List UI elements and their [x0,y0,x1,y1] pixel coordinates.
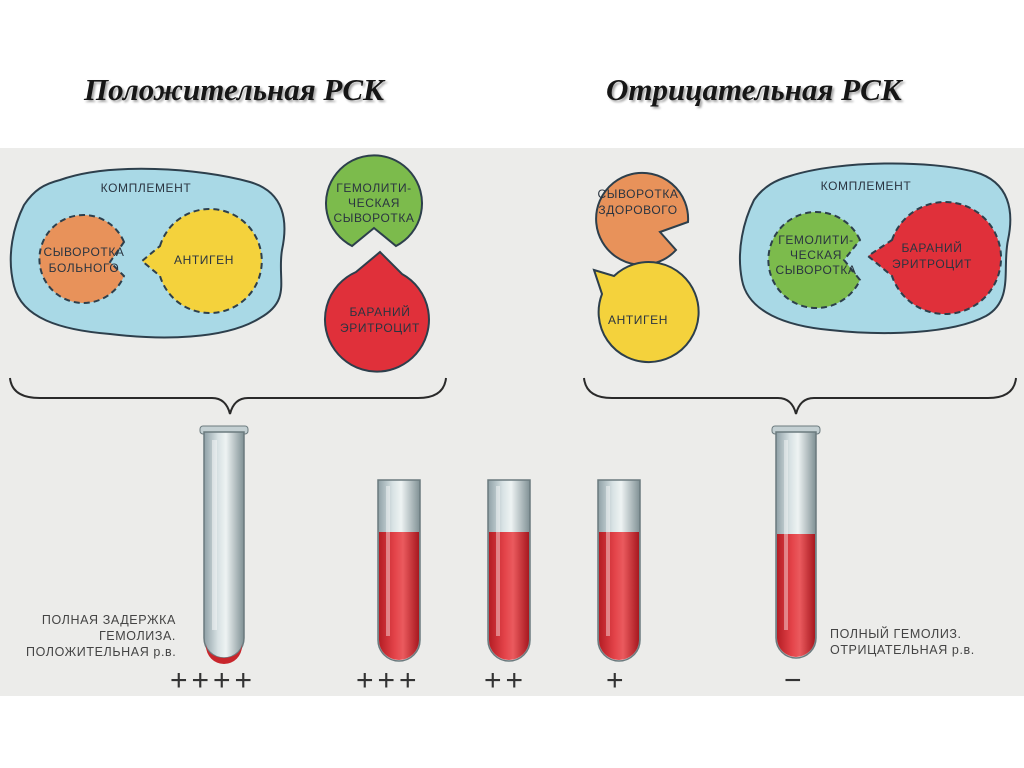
left-erythrocyte-label-1: БАРАНИЙ [350,304,411,319]
right-hemolytic-serum-shape [767,211,862,309]
left-brace [9,377,447,415]
right-complement-complex: КОМПЛЕМЕНТ ГЕМОЛИТИ- ЧЕСКАЯ СЫВОРОТКА БА… [738,162,1012,335]
right-erythrocyte-label-1: БАРАНИЙ [902,240,963,255]
left-hemolytic-system: ГЕМОЛИТИ- ЧЕСКАЯ СЫВОРОТКА БАРАНИЙ ЭРИТР… [323,154,430,373]
right-antigen-shape [592,261,700,364]
healthy-serum-label-2: ЗДОРОВОГО [598,203,677,217]
test-tube [199,425,249,664]
right-hemolytic-label-3: СЫВОРОТКА [775,263,856,277]
left-antigen-shape [140,208,263,314]
tube-mark-2plus: ++ [484,664,528,697]
left-antigen-label: АНТИГЕН [174,253,234,267]
right-hemolytic-label-2: ЧЕСКАЯ [790,248,842,262]
patient-serum-shape [38,214,126,304]
positive-note-line-1: ПОЛНАЯ ЗАДЕРЖКА [41,613,176,627]
positive-note-line-2: ГЕМОЛИЗА. [98,629,176,643]
left-hemolytic-label-2: ЧЕСКАЯ [348,196,400,210]
left-hemolytic-serum-shape [325,154,423,248]
negative-rsk-title: Отрицательная РСК [606,72,902,107]
right-erythrocyte-label-2: ЭРИТРОЦИТ [892,257,972,271]
positive-note-line-3: ПОЛОЖИТЕЛЬНАЯ р.в. [26,645,177,659]
tube-mark-1plus: + [606,664,628,697]
left-complement-complex: КОМПЛЕМЕНТ СЫВОРОТКА БОЛЬНОГО АНТИГЕН [9,167,286,339]
left-erythrocyte-label-2: ЭРИТРОЦИТ [340,321,420,335]
right-antigen-label: АНТИГЕН [608,313,668,327]
left-hemolytic-label-1: ГЕМОЛИТИ- [336,181,412,195]
negative-result-note: ПОЛНЫЙ ГЕМОЛИЗ. ОТРИЦАТЕЛЬНАЯ р.в. [830,626,975,658]
negative-note-line-2: ОТРИЦАТЕЛЬНАЯ р.в. [830,643,975,657]
test-tube [377,479,421,662]
test-tube [597,479,641,662]
right-brace [583,377,1017,415]
left-hemolytic-label-3: СЫВОРОТКА [333,211,414,225]
negative-note-line-1: ПОЛНЫЙ ГЕМОЛИЗ. [830,627,962,641]
positive-result-note: ПОЛНАЯ ЗАДЕРЖКА ГЕМОЛИЗА. ПОЛОЖИТЕЛЬНАЯ … [26,612,176,660]
tube-mark-4plus: ++++ [170,664,257,697]
tube-mark-3plus: +++ [356,664,421,697]
healthy-serum-label-1: СЫВОРОТКА [597,187,678,201]
left-complement-label: КОМПЛЕМЕНТ [101,181,192,195]
test-tube [771,425,821,659]
right-hemolytic-label-1: ГЕМОЛИТИ- [778,233,854,247]
tube-mark-minus: − [784,664,806,697]
patient-serum-label-2: БОЛЬНОГО [49,261,120,275]
positive-rsk-title: Положительная РСК [84,72,385,107]
patient-serum-label-1: СЫВОРОТКА [43,245,124,259]
test-tube [487,479,531,662]
right-complement-label: КОМПЛЕМЕНТ [821,179,912,193]
right-free-components: СЫВОРОТКА ЗДОРОВОГО АНТИГЕН [592,171,700,364]
right-sheep-erythrocyte-shape [866,201,1002,315]
left-sheep-erythrocyte-shape [323,250,430,373]
